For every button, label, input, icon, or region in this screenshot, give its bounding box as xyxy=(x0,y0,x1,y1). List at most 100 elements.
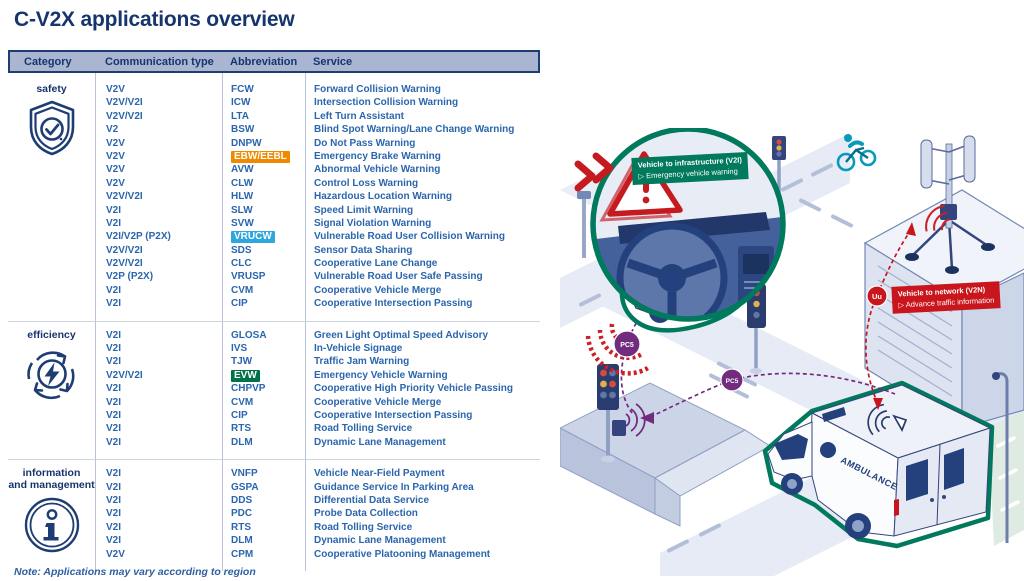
service-cell: Signal Violation Warning xyxy=(314,217,432,229)
communication-type-cell: V2V xyxy=(106,150,125,162)
shield-check-icon xyxy=(8,99,95,162)
service-cell: Vehicle Near-Field Payment xyxy=(314,468,445,480)
communication-type-cell: V2I xyxy=(106,329,122,341)
pc5-badge-2: PC5 xyxy=(720,368,744,392)
abbreviation-cell: CLC xyxy=(231,258,252,270)
service-cell: Green Light Optimal Speed Advisory xyxy=(314,329,489,341)
uu-badge: Uu xyxy=(866,285,888,307)
communication-type-cell: V2I xyxy=(106,396,122,408)
v2n-dashed-link xyxy=(865,229,912,405)
communication-type-cell: V2I xyxy=(106,298,122,310)
abbreviation-cell: CIP xyxy=(231,298,248,310)
abbreviation-cell: DLM xyxy=(231,535,253,547)
cyclist xyxy=(836,134,877,172)
communication-type-cell: V2V xyxy=(106,177,125,189)
category-cell-efficiency: efficiency xyxy=(8,320,95,460)
abbr-highlight-badge: EBW/EEBL xyxy=(231,150,290,163)
cv2x-table-panel: C-V2X applications overview Category Com… xyxy=(8,8,540,578)
abbreviation-cell: AVW xyxy=(231,164,254,176)
abbreviation-cell: SVW xyxy=(231,217,254,229)
abbreviation-cell: VRUCW xyxy=(231,230,305,244)
page-title: C-V2X applications overview xyxy=(14,8,295,31)
abbreviation-cell: FCW xyxy=(231,84,254,95)
service-cell: Abnormal Vehicle Warning xyxy=(314,164,441,176)
cv2x-scene-illustration: AMBULANCE Uu xyxy=(558,126,1024,581)
abbreviation-cell: GLOSA xyxy=(231,329,267,341)
abbreviation-cell: ICW xyxy=(231,97,251,109)
column-header-communication-type: Communication type xyxy=(105,55,214,68)
info-circle-icon xyxy=(8,495,95,560)
street-lamp-left xyxy=(577,191,591,258)
footnote: Note: Applications may vary according to… xyxy=(14,566,256,578)
service-cell: Hazardous Location Warning xyxy=(314,191,452,203)
abbreviation-cell: RTS xyxy=(231,423,251,435)
communication-type-cell: V2I xyxy=(106,494,122,506)
communication-type-cell: V2I xyxy=(106,356,122,368)
ambulance: AMBULANCE xyxy=(762,380,995,549)
abbreviation-cell: CIP xyxy=(231,409,248,421)
service-cell: Probe Data Collection xyxy=(314,508,418,520)
communication-type-cell: V2I xyxy=(106,521,122,533)
column-header-service: Service xyxy=(313,55,353,68)
building-bottom-left xyxy=(558,382,771,527)
service-cell: Cooperative High Priority Vehicle Passin… xyxy=(314,383,513,395)
abbreviation-cell: RTS xyxy=(231,521,251,533)
service-cell: Do Not Pass Warning xyxy=(314,137,416,149)
service-cell: Cooperative Vehicle Merge xyxy=(314,284,442,296)
street-lamp-right xyxy=(992,372,1009,543)
communication-type-cell: V2V/V2I xyxy=(106,191,143,203)
service-cell: Speed Limit Warning xyxy=(314,204,414,216)
column-header-category: Category xyxy=(24,55,72,68)
communication-type-cell: V2I xyxy=(106,284,122,296)
communication-type-cell: V2P (P2X) xyxy=(106,271,154,283)
abbreviation-cell: CVM xyxy=(231,396,254,408)
abbreviation-cell: GSPA xyxy=(231,481,259,493)
communication-type-cell: V2I xyxy=(106,423,122,435)
communication-type-cell: V2I xyxy=(106,535,122,547)
service-cell: Traffic Jam Warning xyxy=(314,356,410,368)
abbreviation-cell: DLM xyxy=(231,436,253,448)
abbreviation-cell: TJW xyxy=(231,356,253,368)
abbreviation-cell: DDS xyxy=(231,494,253,506)
service-cell: Left Turn Assistant xyxy=(314,110,405,122)
communication-type-cell: V2I xyxy=(106,436,122,448)
pc5-badge-1: PC5 xyxy=(613,330,641,358)
communication-type-cell: V2V/V2I xyxy=(106,369,143,381)
service-cell: Sensor Data Sharing xyxy=(314,244,413,256)
abbreviation-cell: CPM xyxy=(231,548,254,560)
communication-type-cell: V2 xyxy=(106,124,119,136)
column-header-abbreviation: Abbreviation xyxy=(230,55,298,68)
abbreviation-cell: SLW xyxy=(231,204,253,216)
abbreviation-cell: CHPVP xyxy=(231,383,266,395)
communication-type-cell: V2I xyxy=(106,217,122,229)
service-cell: Cooperative Platooning Management xyxy=(314,548,491,560)
abbreviation-cell: PDC xyxy=(231,508,253,520)
abbreviation-cell: HLW xyxy=(231,191,254,203)
recycle-bolt-icon xyxy=(8,345,95,408)
ambulance-green-outline xyxy=(762,380,995,549)
abbreviation-cell: IVS xyxy=(231,343,248,355)
category-label: safety xyxy=(36,83,67,95)
abbreviation-cell: CLW xyxy=(231,177,254,189)
category-cell-safety: safety xyxy=(8,73,95,321)
svg-text:PC5: PC5 xyxy=(620,342,634,349)
communication-type-cell: V2I/V2P (P2X) xyxy=(106,231,171,243)
communication-type-cell: V2I xyxy=(106,508,122,520)
service-cell: Forward Collision Warning xyxy=(314,84,441,95)
service-cell: Cooperative Intersection Passing xyxy=(314,298,473,310)
service-cell: Blind Spot Warning/Lane Change Warning xyxy=(314,124,515,136)
red-radio-waves xyxy=(925,204,950,232)
service-cell: Intersection Collision Warning xyxy=(314,97,459,109)
service-cell: Guidance Service In Parking Area xyxy=(314,481,474,493)
communication-type-cell: V2V/V2I xyxy=(106,244,143,256)
